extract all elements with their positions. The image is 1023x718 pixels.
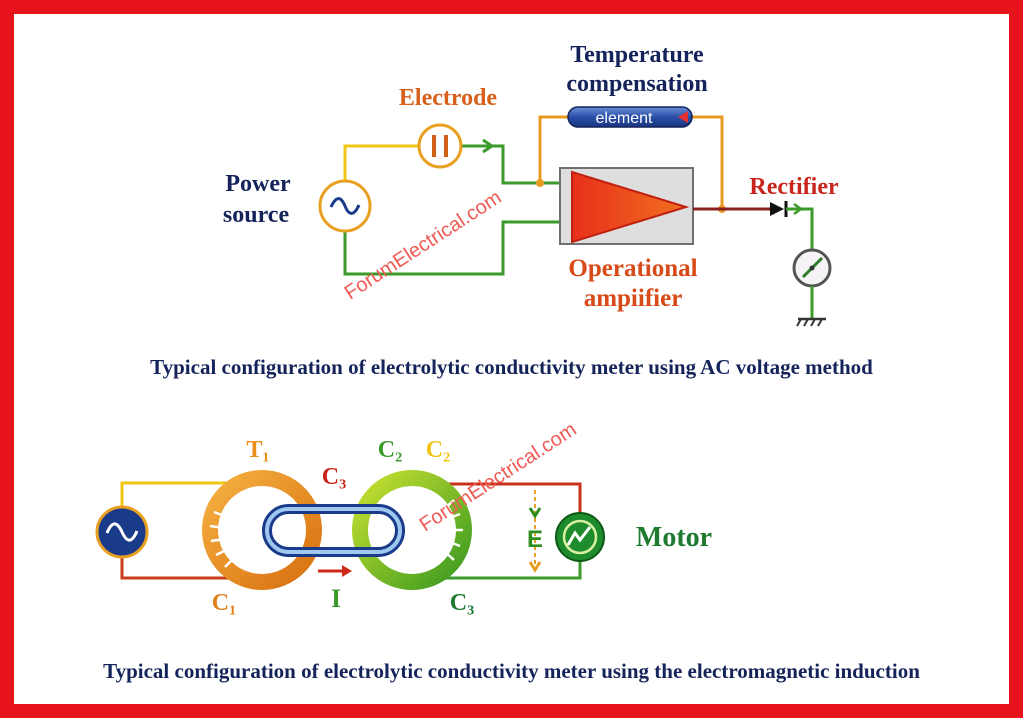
wire-source-electrode [343,144,420,180]
op-amp-label-line2: ampiifier [584,285,683,312]
c3-bottom-label: C₃ [450,590,475,616]
temperature-element-icon: element [567,106,693,128]
ground-icon [796,317,826,327]
wire-feedback-left [538,115,568,183]
emf-label: E [527,526,543,553]
wire-source-bottom [120,553,236,580]
element-label: element [596,110,653,127]
bottom-circuit: T₁ C₃ C₂ C₂ C₁ I C₃ E Motor ForumElectri… [95,418,712,616]
temperature-label-line1: Temperature [570,42,704,68]
wire-electrode-amp [460,144,570,185]
meter-icon [792,248,832,288]
t1-label: T₁ [246,437,269,463]
c3-top-label: C₃ [322,464,347,490]
power-source-label-line2: source [223,202,290,228]
wire-motor-bottom [430,555,582,580]
c1-label: C₁ [212,590,237,616]
ac-source-icon [318,179,372,233]
emf-arrow-down [528,507,542,519]
op-amp-label-line1: Operational [568,255,697,282]
current-label: I [331,584,341,613]
c2-green-label: C₂ [378,437,403,463]
power-source-label-line1: Power [225,171,291,197]
motor-label: Motor [636,522,712,553]
wire-rectifier-meter [786,207,814,252]
electrode-icon [417,123,463,169]
toroid-c2-icon [352,470,472,590]
toroid-t1-icon [202,470,322,590]
wire-feedback-right [692,115,724,209]
wire-source-top [120,481,236,512]
c2-yellow-label: C₂ [426,437,451,463]
electrode-label: Electrode [399,85,498,111]
rectifier-label: Rectifier [749,174,839,200]
top-circuit: element Power sourc [223,42,839,327]
current-arrow-icon [318,565,352,577]
emf-arrow-up [528,561,542,573]
wire-source-return [343,220,570,276]
wire-motor-top [430,482,582,520]
rectifier-diode-icon [770,201,788,217]
ac-source-icon [95,505,149,559]
op-amp-icon [559,167,694,245]
top-diagram-caption: Typical configuration of electrolytic co… [150,355,873,379]
bottom-diagram-caption: Typical configuration of electrolytic co… [103,659,920,683]
temperature-label-line2: compensation [566,71,707,97]
liquid-loop-c3-icon [262,504,405,557]
motor-icon [555,512,605,562]
